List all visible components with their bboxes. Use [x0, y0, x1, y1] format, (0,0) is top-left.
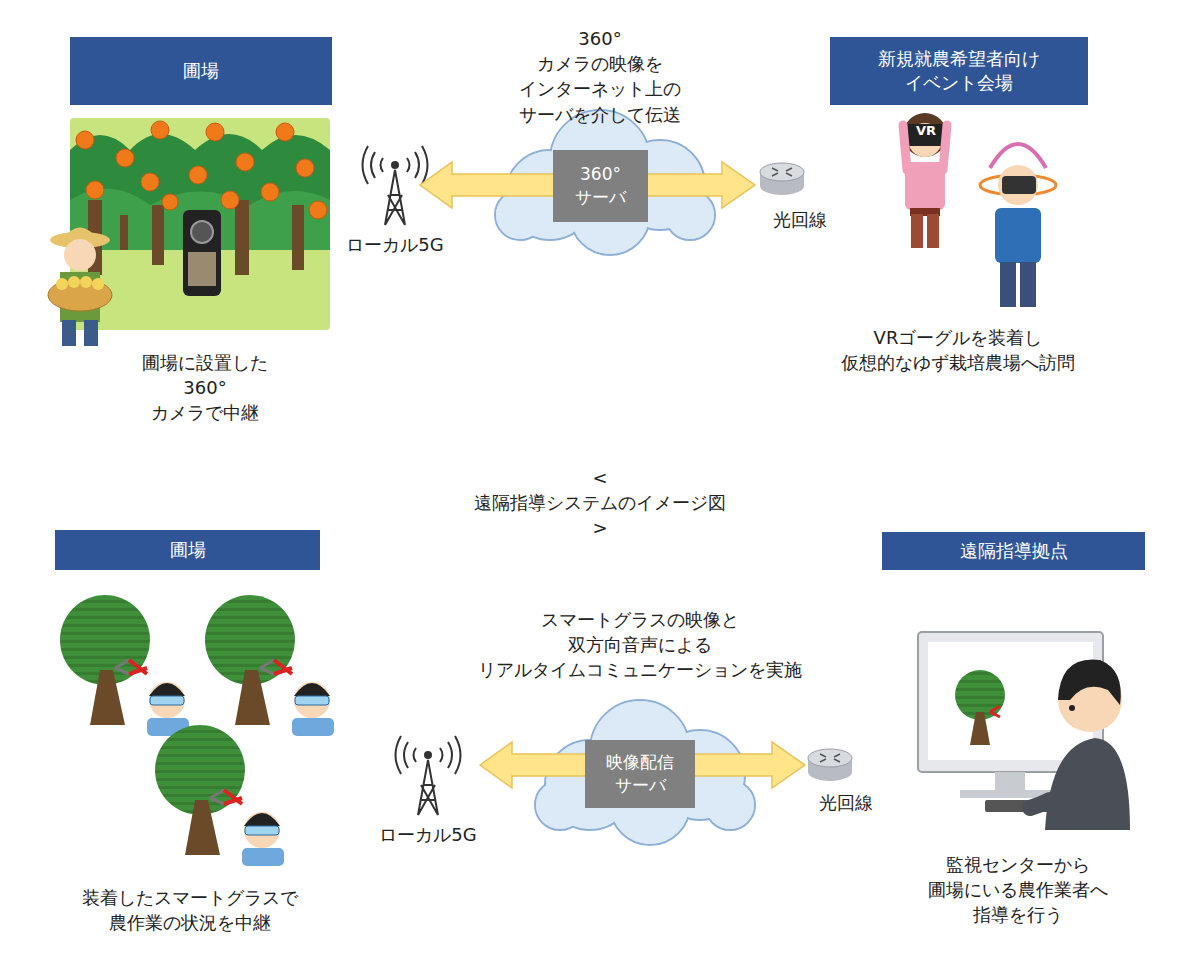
node-text-group: 圃場 — [183, 59, 219, 83]
node-text: 360° サーバ — [575, 163, 626, 209]
caption-label: 360°カメラの映像を インターネット上の サーバを介して伝送 — [519, 26, 681, 127]
node-text: 圃場 — [183, 59, 219, 83]
node-text: 新規就農希望者向け イベント会場 — [878, 47, 1040, 96]
caption-label: 装着したスマートグラスで 農作業の状況を中継 — [82, 885, 298, 935]
node-text: 圃場 — [170, 538, 206, 562]
tree-worker — [155, 725, 284, 866]
tree-worker — [60, 595, 189, 736]
caption-label: 圃場に設置した 360°カメラで中継 — [142, 350, 268, 426]
header-band: 圃場 — [70, 37, 332, 105]
router-icon — [808, 749, 852, 781]
node-text: 映像配信 サーバ — [606, 751, 674, 797]
server-box: 映像配信 サーバ — [585, 740, 695, 808]
caption-label: ローカル5G — [379, 822, 476, 847]
farmer — [48, 228, 112, 347]
tower-icon — [363, 146, 428, 225]
router-icon — [760, 163, 804, 195]
caption-label: VRゴーグルを装着し 仮想的なゆず栽培農場へ訪問 — [841, 325, 1075, 375]
caption-label: ローカル5G — [346, 232, 443, 257]
orchard-picture — [48, 118, 330, 346]
header-band: 新規就農希望者向け イベント会場 — [830, 37, 1088, 105]
header-band: 圃場 — [55, 530, 320, 570]
node-text-group: 新規就農希望者向け イベント会場 — [878, 47, 1040, 96]
goggle-mark: VR — [916, 124, 936, 138]
monitor-operator — [918, 632, 1130, 830]
node-text-group: 映像配信 サーバ — [606, 751, 674, 797]
caption-label: 監視センターから 圃場にいる農作業者へ 指導を行う — [928, 852, 1108, 928]
tree-worker — [205, 595, 334, 736]
node-text: 遠隔指導拠点 — [960, 539, 1068, 563]
camera-360 — [183, 210, 221, 296]
tower-icon — [396, 736, 461, 815]
node-text-group: 圃場 — [170, 538, 206, 562]
node-text-group: 360° サーバ — [575, 163, 626, 209]
caption-label: スマートグラスの映像と 双方向音声による リアルタイムコミュニケーションを実施 — [478, 607, 802, 683]
person-man — [980, 144, 1056, 307]
caption-label: 光回線 — [819, 790, 873, 815]
caption-label: 光回線 — [773, 207, 827, 232]
header-band: 遠隔指導拠点 — [882, 532, 1145, 570]
server-box: 360° サーバ — [553, 150, 648, 222]
person-woman — [903, 113, 947, 248]
caption-label: <遠隔指導システムのイメージ図> — [474, 465, 726, 541]
node-text-group: 遠隔指導拠点 — [960, 539, 1068, 563]
